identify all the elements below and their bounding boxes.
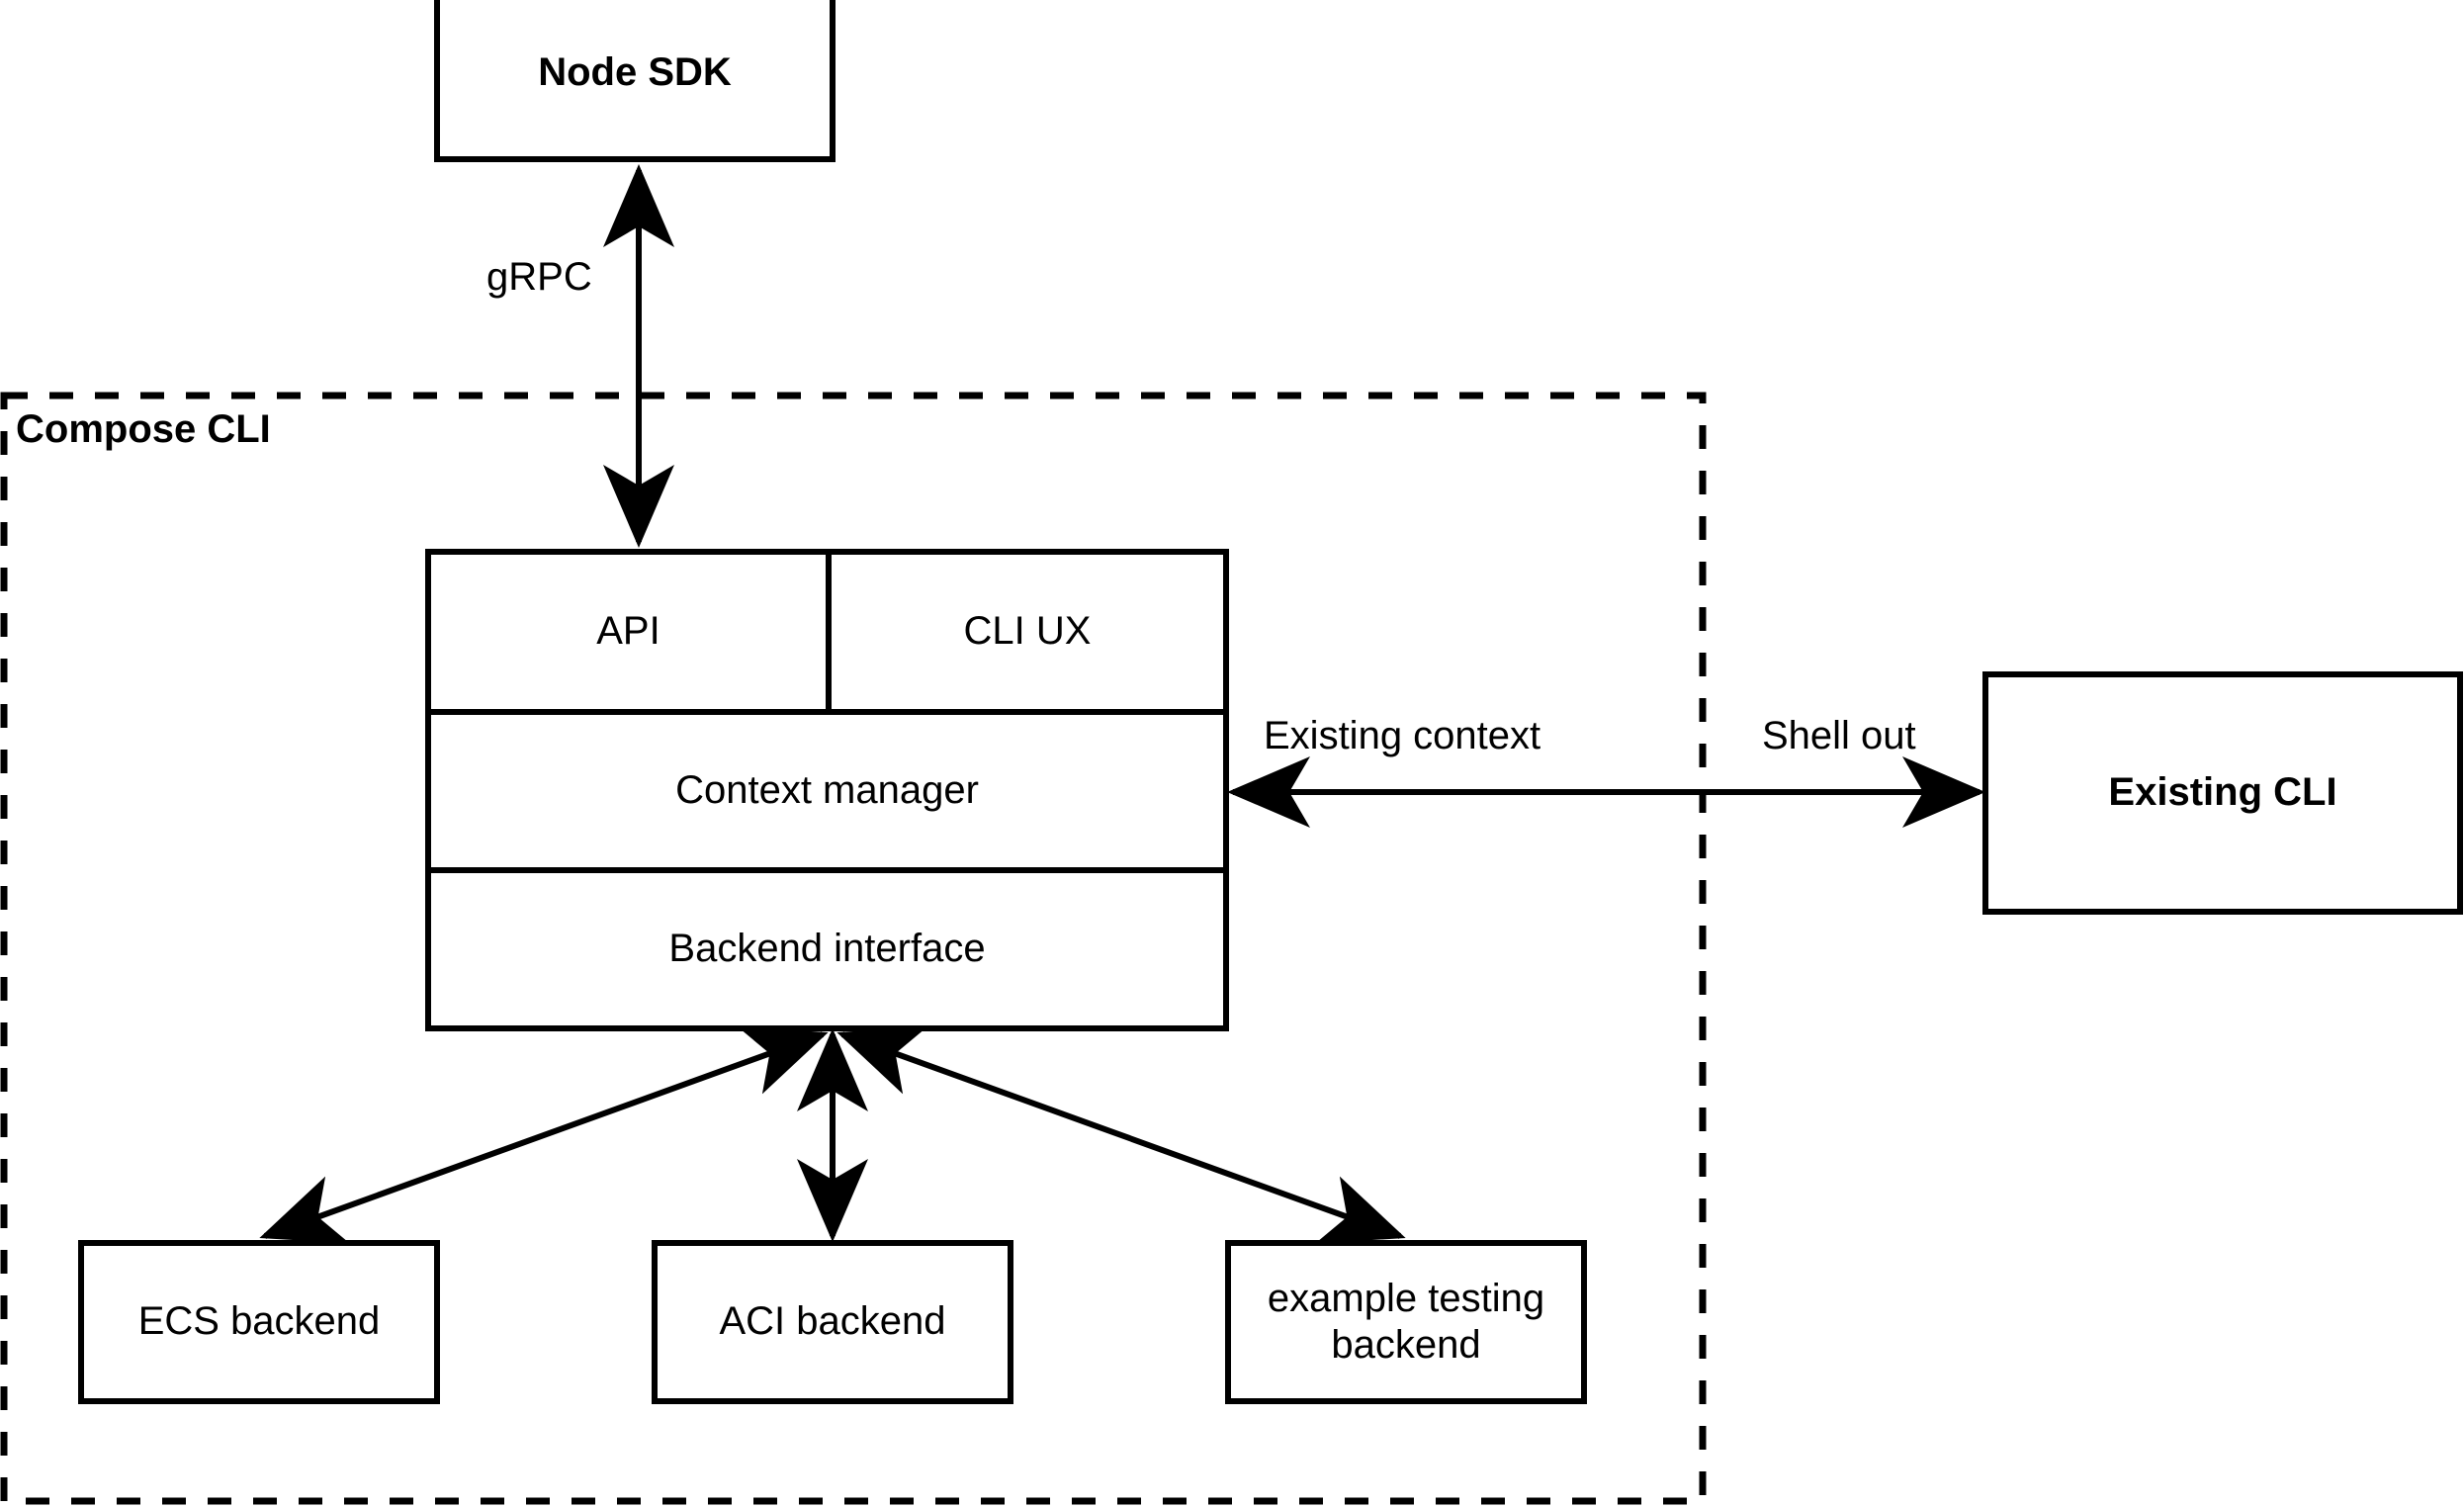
existing-cli-box[interactable] [1982, 671, 2463, 915]
cli-ux-node[interactable] [829, 552, 1226, 712]
ecs-backend-box[interactable] [78, 1240, 440, 1404]
backend-interface-node[interactable] [428, 870, 1226, 1028]
context-manager-node[interactable] [428, 712, 1226, 870]
compose-cli-group-border [0, 392, 1707, 1505]
example-testing-backend-edge-line [836, 1026, 1406, 1244]
ecs-backend-edge-line [259, 1026, 829, 1244]
compose-cli-group-title: Compose CLI [16, 407, 271, 451]
aci-backend-box[interactable] [652, 1240, 1013, 1404]
shell-out-edge-label: Shell out [1762, 714, 1916, 757]
api-node[interactable] [428, 552, 829, 712]
example-testing-backend-box[interactable] [1225, 1240, 1587, 1404]
grpc-edge-label: gRPC [486, 255, 592, 299]
existing-context-edge-label: Existing context [1264, 714, 1541, 757]
node-sdk-box[interactable] [434, 0, 836, 162]
